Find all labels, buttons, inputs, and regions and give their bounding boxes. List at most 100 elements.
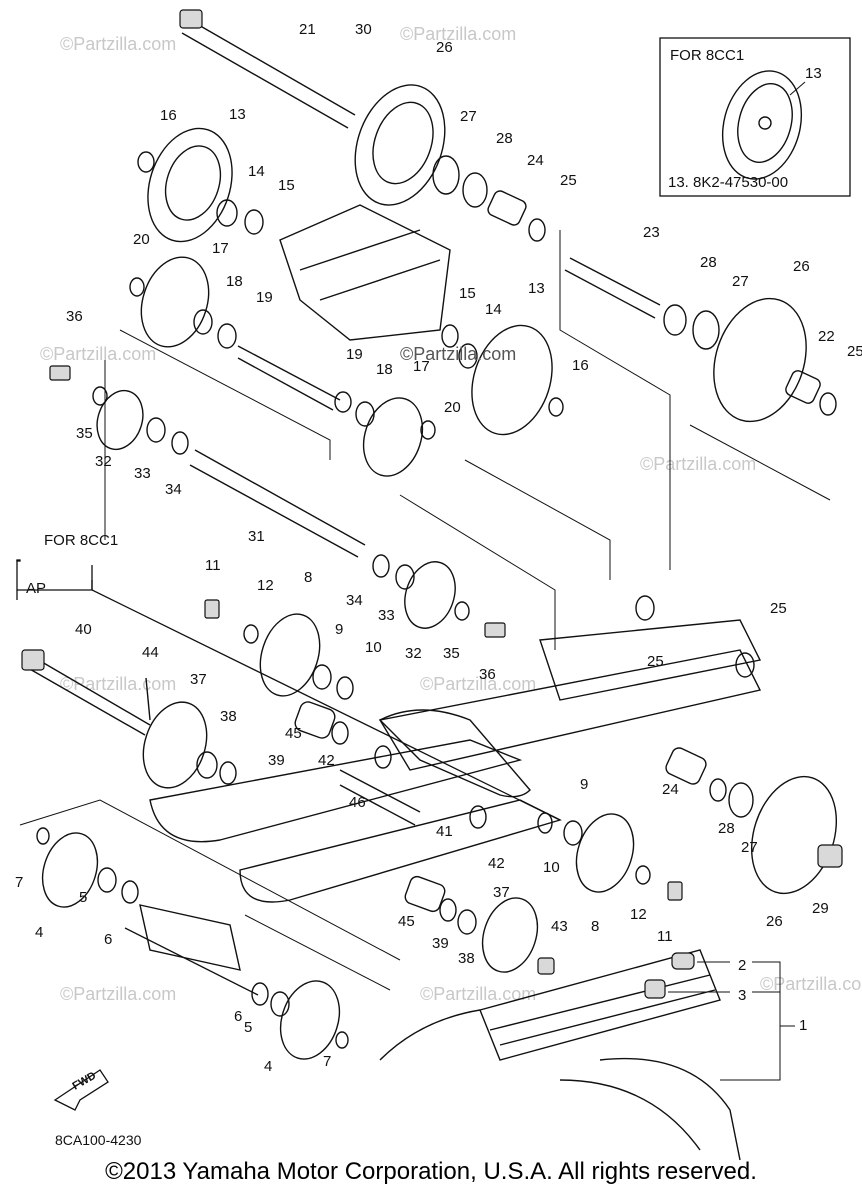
- callout-label: 6: [104, 931, 112, 948]
- callout-label: 32: [405, 645, 422, 662]
- shaft-40: [29, 654, 151, 726]
- collar-33-left: [146, 417, 166, 443]
- guide-lines: [104, 230, 831, 650]
- callout-label: 9: [335, 621, 343, 638]
- callout-label: 18: [226, 273, 243, 290]
- rail-middle: [378, 649, 762, 771]
- callout-label: 34: [165, 481, 182, 498]
- callout-label: 33: [378, 607, 395, 624]
- upper-assembly: ©Partzilla.com: [49, 9, 837, 558]
- callout-label: 42: [318, 752, 335, 769]
- wheel-32-right: [404, 561, 456, 629]
- wheel-4-right: [279, 980, 341, 1060]
- collar-5-left: [97, 867, 117, 893]
- ring-19-right: [334, 391, 352, 413]
- callout-label: 25: [770, 600, 787, 617]
- diagram-code: 8CA100-4230: [55, 1132, 142, 1148]
- collar-5-right: [270, 991, 290, 1017]
- inset-box: FOR 8CC1 13 13. 8K2-47530-00: [659, 37, 851, 197]
- collar-38-right: [457, 909, 477, 935]
- guide-line: [399, 494, 556, 650]
- callout-label: 37: [190, 671, 207, 688]
- callout-label: 25: [647, 653, 664, 670]
- bracket-frame: [279, 204, 451, 341]
- bolt-36-right: [484, 622, 506, 638]
- callout-label: 17: [413, 358, 430, 375]
- callout-label: 11: [657, 928, 673, 945]
- wheel-26-lower: [750, 775, 838, 895]
- watermark: ©Partzilla.com: [60, 34, 176, 54]
- collar-18: [193, 309, 213, 335]
- ring-28-right: [663, 304, 687, 336]
- leader-line: [789, 81, 806, 96]
- callout-label: 39: [432, 935, 449, 952]
- callout-label: 3: [738, 987, 746, 1004]
- inset-title: FOR 8CC1: [670, 47, 744, 64]
- callout-label: 19: [256, 289, 273, 306]
- wheel-13-hub: [164, 145, 222, 221]
- ring-34-right: [372, 554, 390, 578]
- callout-label: 4: [35, 924, 43, 941]
- wheel-13-left: [147, 127, 233, 243]
- callout-label: 8: [304, 569, 312, 586]
- wheel-32-left: [96, 389, 144, 451]
- guide-line: [689, 424, 831, 501]
- watermark: ©Partzilla.com: [420, 674, 536, 694]
- callout-label: 14: [485, 301, 502, 318]
- callout-label: AP: [26, 580, 46, 597]
- ring-15-right: [441, 324, 459, 348]
- watermark: ©Partzilla.com: [60, 674, 176, 694]
- wheel-17-left: [140, 256, 210, 348]
- ring-35-left: [92, 386, 108, 406]
- shaft-31-edge: [189, 464, 359, 558]
- collar-45-lower: [404, 875, 446, 913]
- shaft-head: [179, 9, 203, 29]
- watermark: ©Partzilla.com: [400, 24, 516, 44]
- callout-label: 8: [591, 918, 599, 935]
- watermark: ©Partzilla.com: [760, 974, 862, 994]
- ring-20-right: [420, 420, 436, 440]
- guide-line: [19, 799, 401, 961]
- fwd-arrow: FWD: [53, 1069, 109, 1111]
- callout-label: 36: [479, 666, 496, 683]
- bushing-42-lower: [469, 805, 487, 829]
- axle-hole-icon: [758, 116, 772, 130]
- nut-12-right: [635, 865, 651, 885]
- callout-label: 27: [741, 839, 758, 856]
- collar-18-right: [355, 401, 375, 427]
- track-curve: [559, 1057, 741, 1161]
- callout-label: FOR 8CC1: [44, 532, 118, 549]
- callout-label: 27: [732, 273, 749, 290]
- guide-line: [559, 230, 671, 570]
- callout-label: 19: [346, 346, 363, 363]
- callout-label: 12: [257, 577, 274, 594]
- wheel-13-right: [471, 324, 553, 436]
- bracket-lower: [139, 904, 241, 971]
- ring-6-right: [251, 982, 269, 1006]
- wheel-8-right: [575, 813, 635, 893]
- watermark: ©Partzilla.com: [60, 984, 176, 1004]
- nut-12: [243, 624, 259, 644]
- callout-label: 13: [229, 106, 246, 123]
- callout-label: 28: [700, 254, 717, 271]
- bolt-11-right: [667, 881, 683, 901]
- collar-33-right: [395, 564, 415, 590]
- guide-line: [244, 914, 391, 991]
- callout-label: 5: [244, 1019, 252, 1036]
- collar-24-lower: [665, 747, 707, 785]
- callout-label: 10: [543, 859, 560, 876]
- callout-label: 15: [278, 177, 295, 194]
- ring-7-right: [335, 1031, 349, 1049]
- washer-25-mid: [635, 595, 655, 621]
- ring-35-right: [454, 601, 470, 621]
- ring-28-lower: [709, 778, 727, 802]
- inset-frame: [659, 37, 851, 197]
- track-lugs: [489, 974, 716, 1046]
- callout-label: 28: [496, 130, 513, 147]
- bushing-41: [374, 745, 392, 769]
- callout-label: 13: [528, 280, 545, 297]
- wheel-hub-icon: [737, 83, 793, 163]
- callout-label: 45: [285, 725, 302, 742]
- shaft-40-head: [21, 649, 45, 671]
- callout-label: 41: [436, 823, 453, 840]
